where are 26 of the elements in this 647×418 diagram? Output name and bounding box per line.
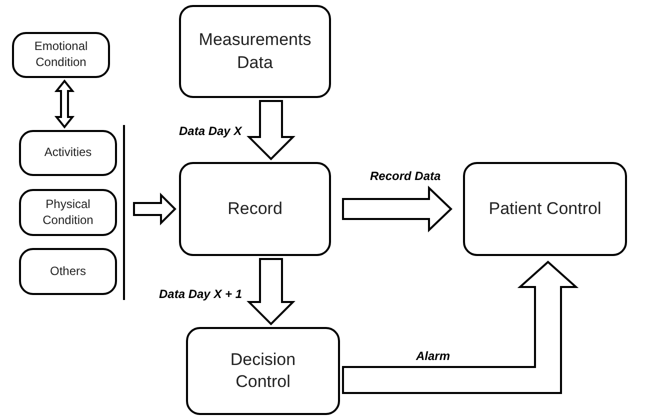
- edge-label: Record Data: [369, 169, 442, 183]
- process-box: [12, 32, 110, 78]
- block-arrow: [246, 100, 296, 160]
- process-box: [179, 5, 331, 98]
- box-label: Others: [48, 264, 87, 280]
- box-label: Patient Control: [488, 198, 602, 220]
- box-label: Record: [226, 198, 284, 220]
- process-box: [186, 327, 340, 415]
- edge-label: Data Day X: [178, 124, 243, 138]
- block-arrow: [246, 258, 296, 326]
- process-box: [463, 162, 627, 256]
- process-box: [19, 248, 117, 295]
- process-box: [179, 162, 331, 256]
- block-arrow: [342, 260, 579, 394]
- edge-label: Data Day X + 1: [158, 287, 244, 301]
- process-box: [19, 130, 117, 176]
- edge-label: Alarm: [415, 349, 452, 363]
- process-box: [19, 189, 117, 236]
- box-label: Activities: [43, 145, 93, 161]
- box-label: Emotional Condition: [33, 39, 89, 71]
- box-label: Physical Condition: [42, 196, 94, 228]
- box-label: Measurements Data: [198, 29, 312, 74]
- block-arrow: [342, 186, 452, 232]
- block-arrow: [133, 192, 176, 226]
- block-arrow: [54, 79, 75, 129]
- box-label: Decision Control: [229, 348, 297, 393]
